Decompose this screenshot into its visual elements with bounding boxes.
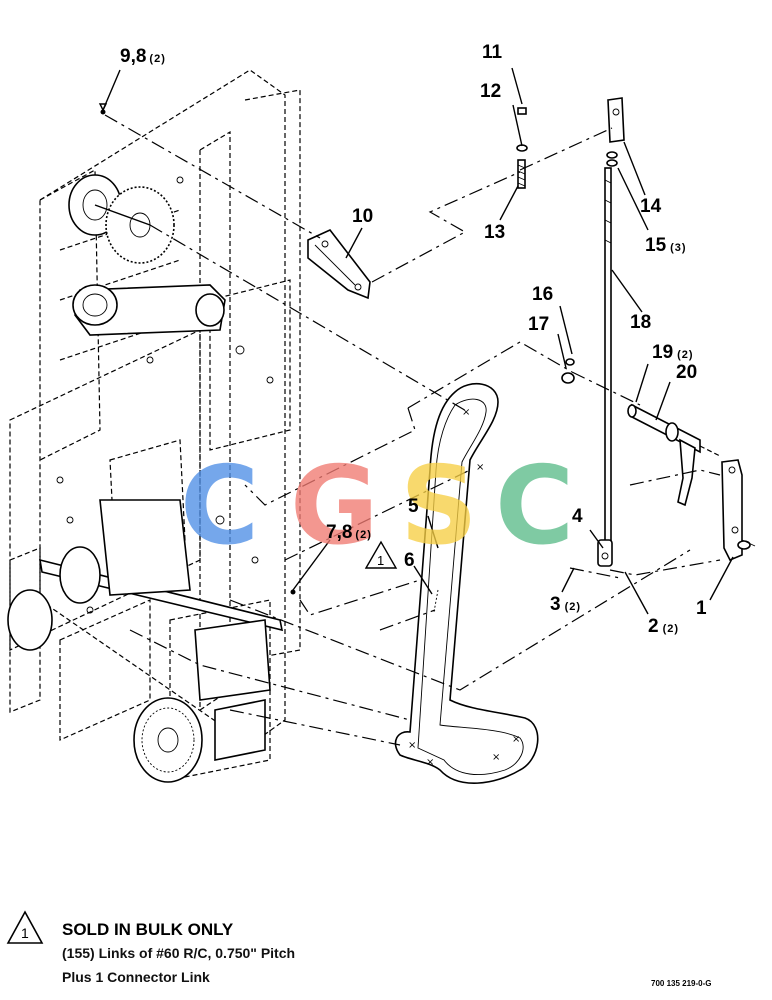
alignment-lines — [104, 114, 721, 746]
svg-text:×: × — [476, 462, 484, 473]
watermark-letter-1: C — [180, 444, 259, 569]
callout-12: 12 — [480, 81, 501, 102]
svg-text:×: × — [426, 757, 434, 768]
callout-20: 20 — [676, 362, 697, 383]
callout-7-8: 7,8(2) — [326, 522, 372, 543]
part-6-chain: × × × × × × — [394, 383, 539, 784]
callout-1: 1 — [696, 598, 707, 619]
bulk-note-flag: 1 — [21, 925, 29, 941]
callout-2: 2(2) — [648, 616, 679, 637]
note-flag-number: 1 — [377, 553, 384, 568]
note-flag-triangle: 1 — [364, 540, 398, 569]
part-18-rod — [597, 97, 625, 567]
callout-18: 18 — [630, 312, 651, 333]
parts-11-12-13-hardware — [516, 107, 528, 189]
bulk-note: 1 SOLD IN BULK ONLY (155) Links of #60 R… — [6, 910, 295, 985]
drawing-number: 700 135 219-0-G — [651, 979, 712, 988]
callout-15: 15(3) — [645, 235, 687, 256]
part-20-shaft — [627, 403, 721, 507]
bulk-note-line-1: (155) Links of #60 R/C, 0.750" Pitch — [62, 945, 295, 961]
bulk-note-line-2: Plus 1 Connector Link — [62, 969, 210, 985]
callout-10: 10 — [352, 206, 373, 227]
parts-16-17 — [561, 358, 575, 384]
lower-sprocket — [133, 619, 271, 783]
callout-16: 16 — [532, 284, 553, 305]
callout-11: 11 — [482, 42, 503, 63]
svg-text:×: × — [512, 734, 520, 745]
lower-shaft-assembly — [7, 499, 284, 651]
svg-text:×: × — [492, 752, 500, 763]
bulk-note-title: SOLD IN BULK ONLY — [62, 920, 234, 939]
watermark-letter-3: S — [400, 444, 478, 569]
callout-4: 4 — [572, 506, 583, 527]
callout-17: 17 — [528, 314, 549, 335]
idler-arm — [72, 284, 226, 336]
callout-3: 3(2) — [550, 594, 581, 615]
callout-6: 6 — [404, 550, 415, 571]
watermark-letter-4: C — [495, 444, 574, 569]
svg-text:×: × — [462, 407, 470, 418]
drive-sprocket — [68, 174, 175, 264]
part-10-bracket — [307, 229, 371, 300]
callout-14: 14 — [640, 196, 662, 217]
callout-19: 19(2) — [652, 342, 694, 363]
callout-labels: 9,8(2) 11 12 13 10 14 15(3) 18 16 17 19(… — [120, 42, 707, 637]
callout-5: 5 — [408, 496, 419, 517]
callout-9-8: 9,8(2) — [120, 46, 166, 67]
leader-lines — [98, 67, 734, 615]
watermark-letter-2: G — [290, 444, 379, 569]
svg-text:×: × — [408, 740, 416, 751]
callout-13: 13 — [484, 222, 505, 243]
watermark: C G S C — [180, 444, 574, 569]
part-1-arm — [721, 459, 756, 562]
